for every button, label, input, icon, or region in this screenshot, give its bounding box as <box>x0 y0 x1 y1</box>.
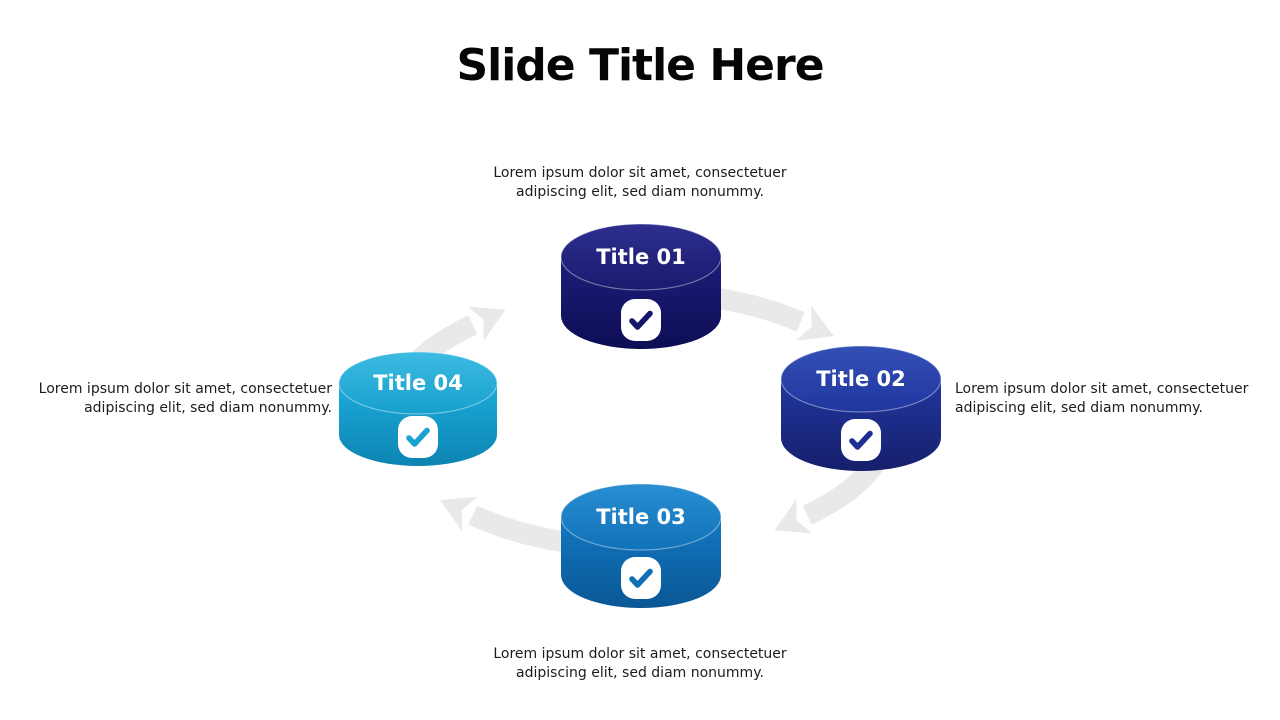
cylinder-04-top <box>338 351 498 415</box>
cycle-arrow-tail-3 <box>468 505 565 553</box>
check-icon-04 <box>406 427 430 447</box>
cycle-arrow-head-2 <box>774 499 813 534</box>
check-icon-01 <box>629 310 653 330</box>
cycle-arrow-head-4 <box>467 306 506 341</box>
description-left: Lorem ipsum dolor sit amet, consectetuer… <box>38 381 332 416</box>
description-right: Lorem ipsum dolor sit amet, consectetuer… <box>955 381 1249 416</box>
check-icon-02 <box>849 430 873 450</box>
cylinder-03-top <box>560 483 722 551</box>
cycle-arrow-tail-2 <box>802 457 884 525</box>
cylinder-04: Title 04 <box>338 351 498 466</box>
cylinder-01-label: Title 01 <box>596 245 686 269</box>
cylinder-03-label: Title 03 <box>596 505 686 529</box>
cylinder-02-top <box>780 345 942 413</box>
description-bottom: Lorem ipsum dolor sit amet, consectetuer… <box>493 646 787 681</box>
cylinder-03: Title 03 <box>560 483 722 608</box>
page-title: Slide Title Here <box>456 40 824 91</box>
cylinder-02-label: Title 02 <box>816 367 906 391</box>
cycle-arrow-head-1 <box>796 305 834 341</box>
cylinder-02: Title 02 <box>780 345 942 471</box>
cycle-arrow-head-3 <box>440 496 478 532</box>
cylinder-01: Title 01 <box>560 223 722 349</box>
cylinder-04-label: Title 04 <box>373 371 463 395</box>
cycle-arrow-tail-1 <box>715 287 805 332</box>
description-top: Lorem ipsum dolor sit amet, consectetuer… <box>493 165 787 200</box>
check-icon-03 <box>629 568 653 588</box>
cylinder-01-top <box>560 223 722 291</box>
